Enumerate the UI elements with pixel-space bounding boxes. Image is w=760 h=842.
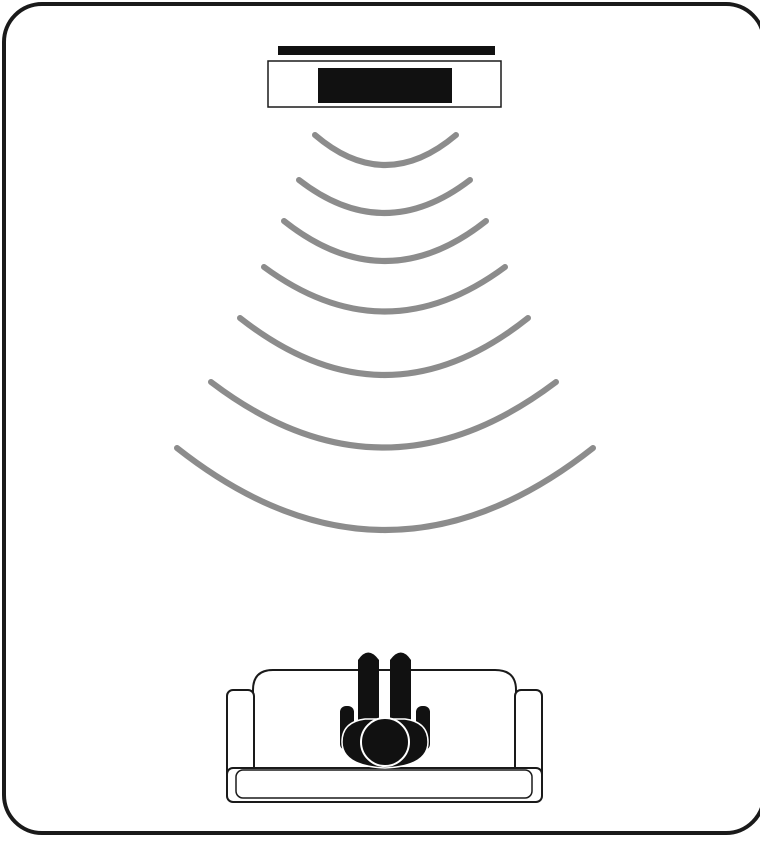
person-head [361, 718, 409, 766]
sofa-cushion [236, 770, 532, 798]
person-on-sofa-icon [227, 653, 542, 803]
tv-edge [278, 46, 495, 55]
soundbar-grille [318, 68, 452, 103]
